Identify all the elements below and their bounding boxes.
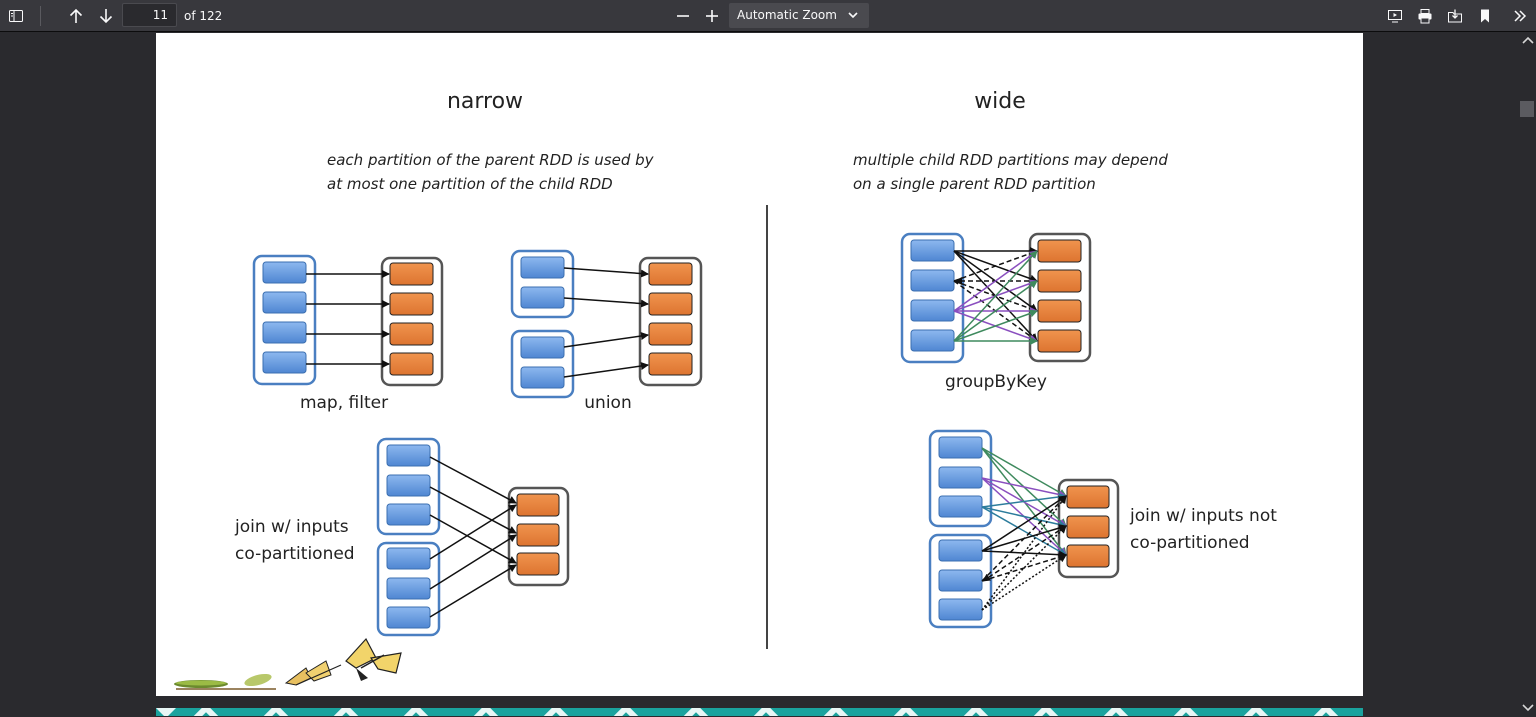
scroll-down-icon[interactable] [1520,702,1536,716]
pdf-viewer[interactable]: narrow wide each partition of the parent… [0,33,1520,716]
page-number-input[interactable]: 11 [122,3,177,27]
map-filter-diagram [252,254,444,387]
slide-diagram: narrow wide each partition of the parent… [174,89,1277,690]
narrow-desc-line1: each partition of the parent RDD is used… [327,151,655,169]
join-copartitioned-diagram [376,437,570,637]
join-copartitioned-line2: co-partitioned [235,544,355,564]
zoom-select-value: Automatic Zoom [737,8,837,22]
groupbykey-label: groupByKey [945,372,1047,392]
pdf-toolbar: 11 of 122 Automatic Zoom [0,0,1536,32]
join-not-copartitioned-diagram [928,429,1120,629]
toolbar-separator [40,6,41,26]
bookmark-icon[interactable] [1473,4,1497,28]
zoom-in-icon[interactable] [700,4,724,28]
narrow-title: narrow [447,89,523,114]
wide-desc-line1: multiple child RDD partitions may depend [853,151,1168,169]
vertical-scrollbar[interactable] [1520,33,1536,716]
arrow-up-icon[interactable] [64,4,88,28]
join-not-copartitioned-line1: join w/ inputs not [1129,506,1277,526]
groupbykey-diagram [900,232,1092,364]
join-copartitioned-line1: join w/ inputs [234,517,349,537]
pdf-page: narrow wide each partition of the parent… [156,33,1363,696]
tools-icon[interactable] [1508,4,1532,28]
union-label: union [584,393,631,413]
arrow-down-icon[interactable] [94,4,118,28]
zoom-select[interactable]: Automatic Zoom [729,3,869,28]
print-icon[interactable] [1413,4,1437,28]
scrollbar-thumb[interactable] [1520,101,1534,117]
scroll-up-icon[interactable] [1520,34,1536,48]
wide-desc-line2: on a single parent RDD partition [853,175,1096,193]
next-pdf-page [156,708,1363,716]
zoom-out-icon[interactable] [671,4,695,28]
wide-title: wide [974,89,1026,114]
join-not-copartitioned-line2: co-partitioned [1130,533,1250,553]
metamorphosis-illustration [174,637,402,690]
map-filter-label: map, filter [300,393,388,413]
narrow-desc-line2: at most one partition of the child RDD [327,175,613,193]
page-count-label: of 122 [184,9,223,23]
presentation-icon[interactable] [1383,4,1407,28]
union-diagram [510,249,703,399]
save-icon[interactable] [1443,4,1467,28]
chevron-down-icon [847,3,859,37]
sidebar-toggle-icon[interactable] [4,4,28,28]
